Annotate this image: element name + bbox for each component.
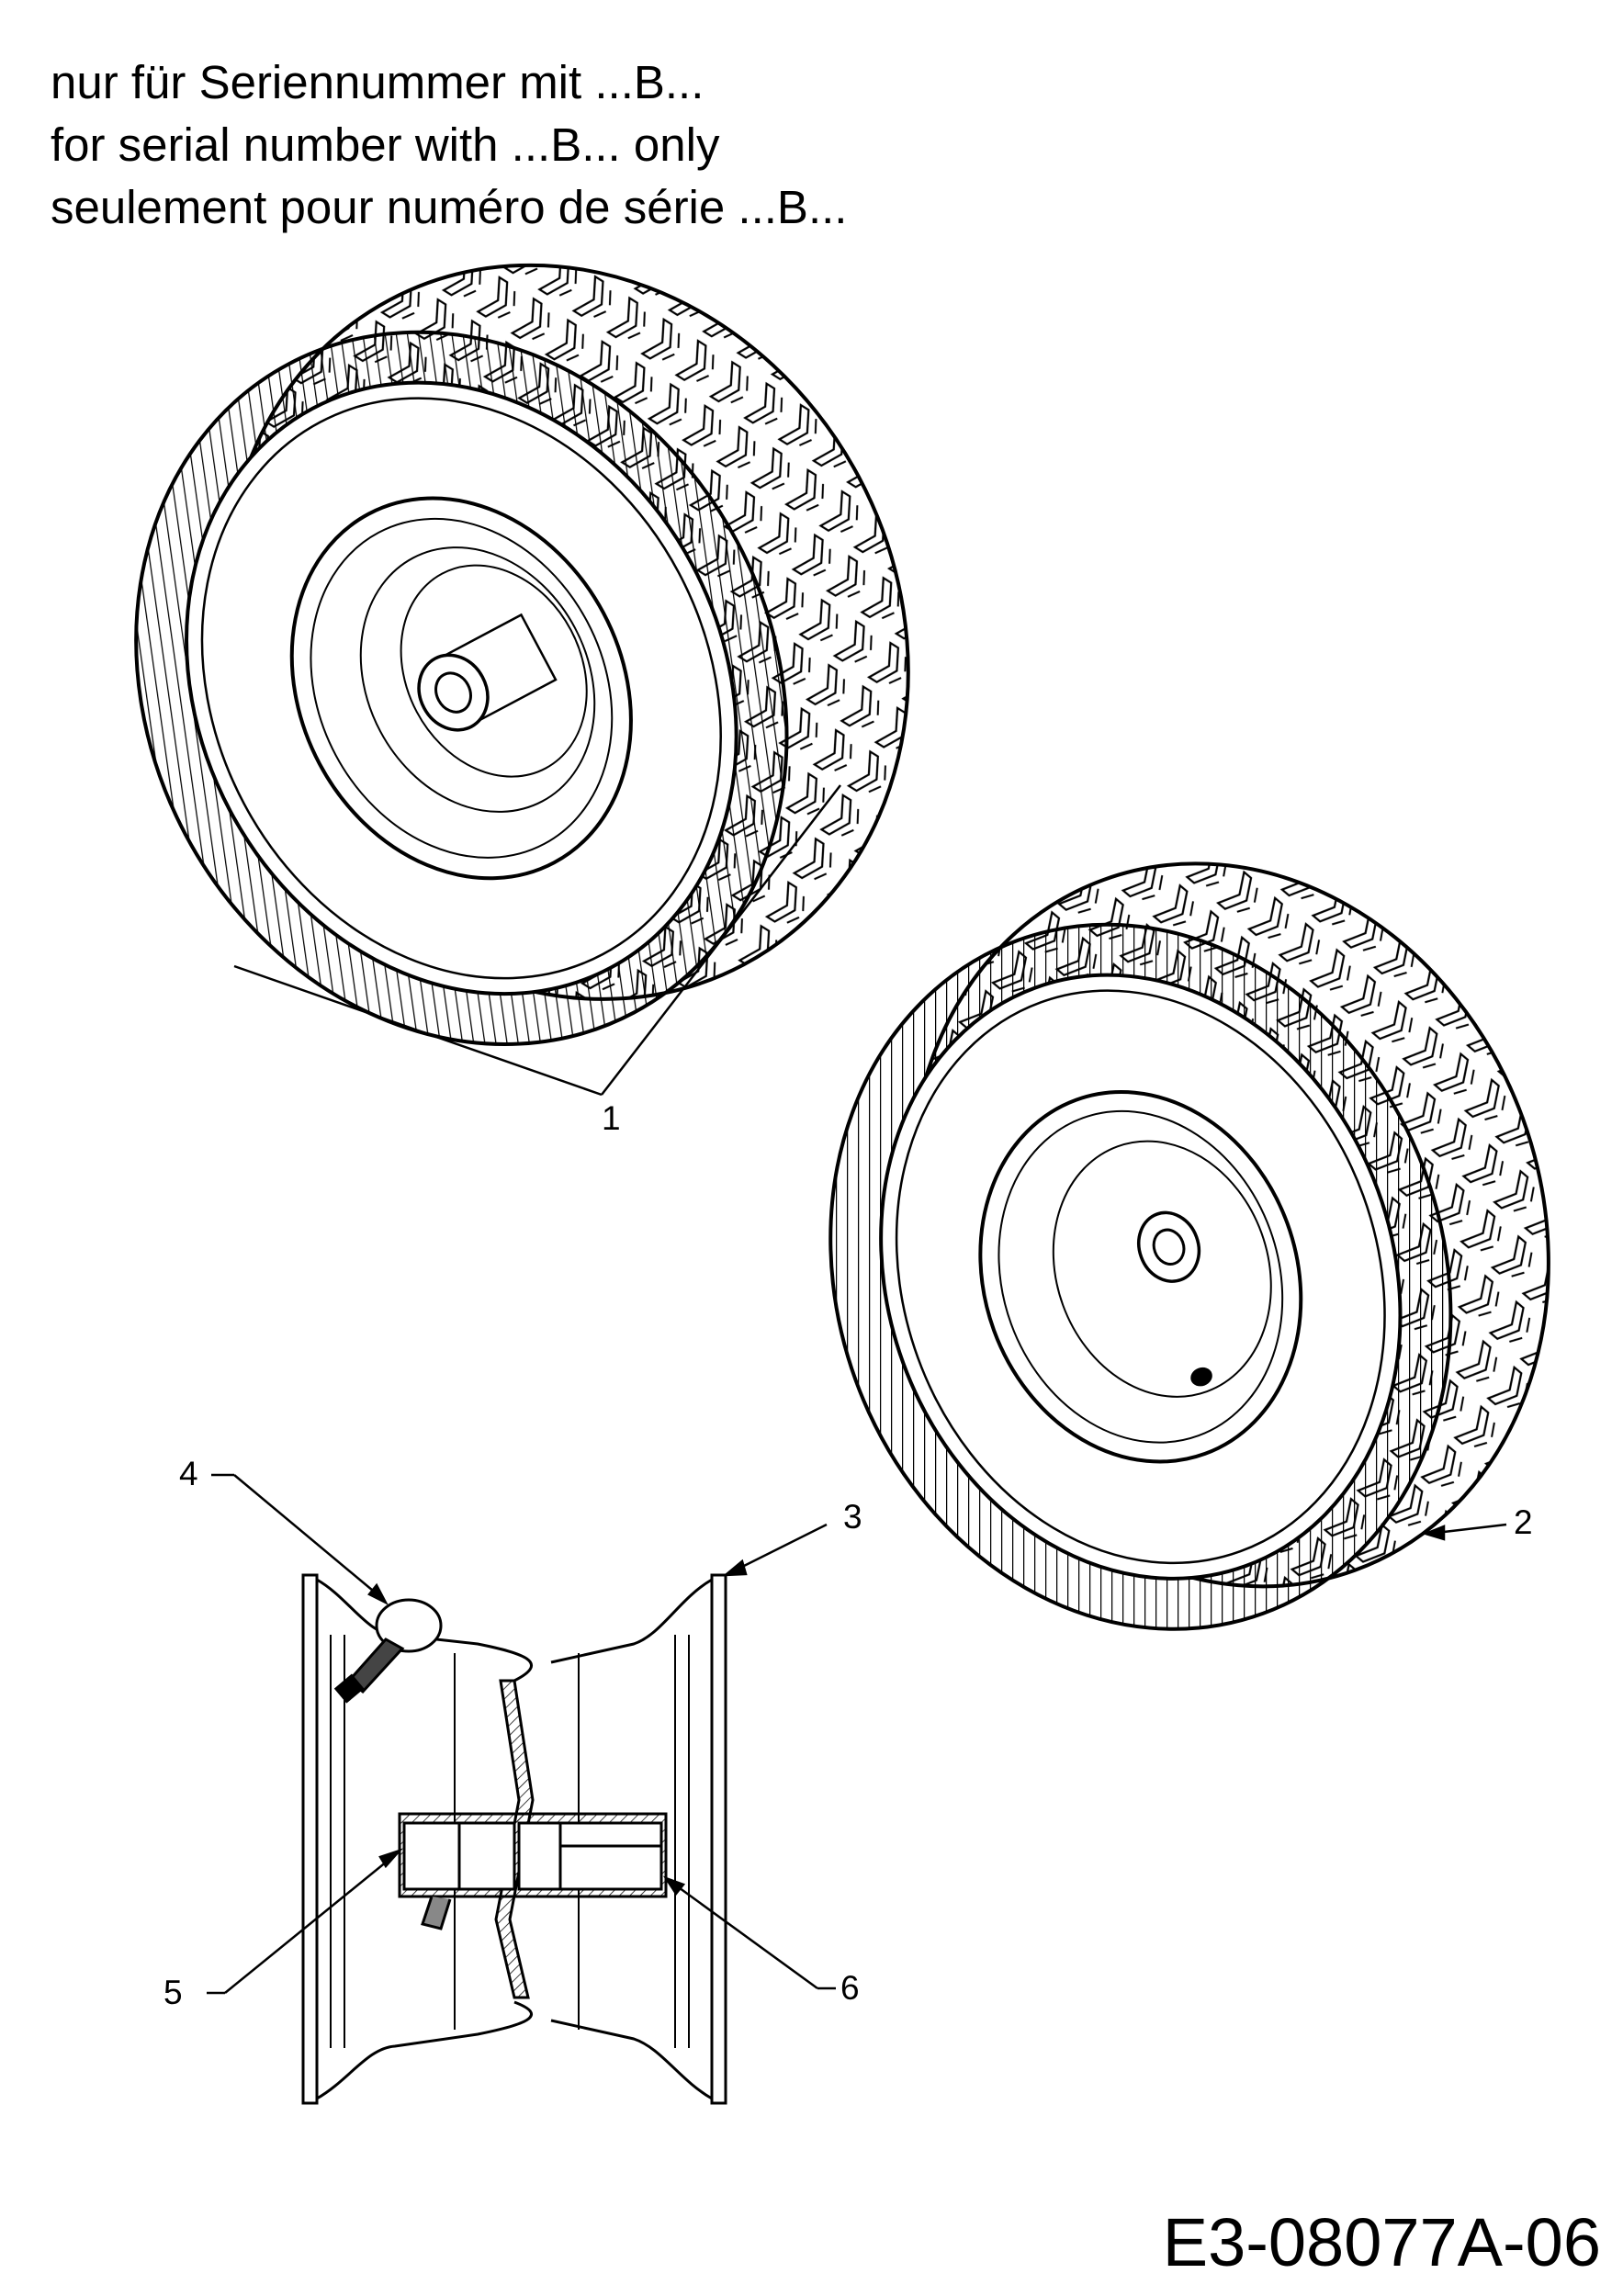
wheel-assembly-front	[134, 263, 910, 1046]
wheel-assembly-rear	[828, 861, 1550, 1631]
callout-5: 5	[163, 1974, 183, 2011]
axle-sleeve	[398, 1812, 668, 1930]
leader-lines-section	[207, 1473, 836, 1995]
callout-3: 3	[843, 1498, 862, 1536]
header-line-english: for serial number with ...B... only	[51, 118, 720, 171]
leader-lines-1	[233, 784, 841, 1097]
header-line-german: nur für Seriennummer mit ...B...	[51, 56, 704, 108]
callout-2: 2	[1514, 1503, 1533, 1541]
callout-4: 4	[179, 1455, 198, 1492]
drawing-code: E3-08077A-06	[1162, 2204, 1601, 2280]
callout-1: 1	[602, 1099, 621, 1137]
header-line-french: seulement pour numéro de série ...B...	[51, 181, 848, 233]
valve-stem	[333, 1598, 443, 1704]
leader-line-2	[1422, 1523, 1507, 1541]
callout-6: 6	[840, 1969, 860, 2007]
